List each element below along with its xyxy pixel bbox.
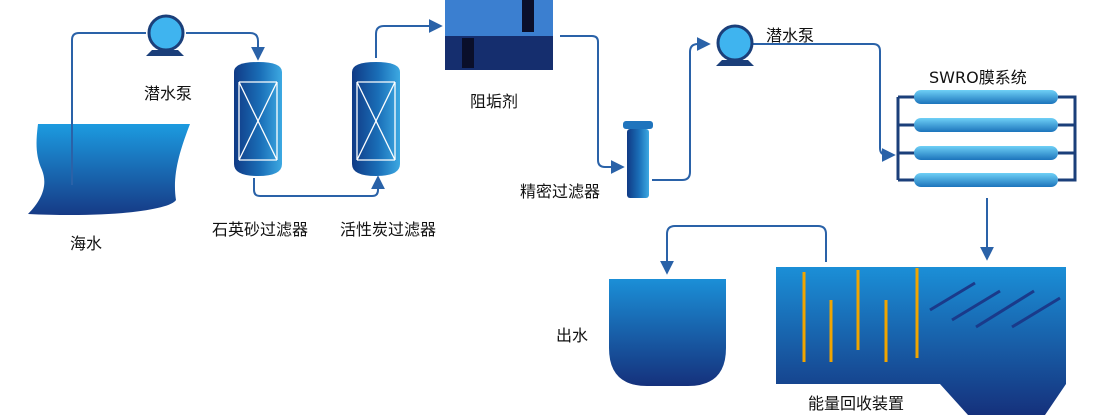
membrane-tube-3 [914,146,1058,160]
pipe-antiscalant-to-precision [560,35,625,174]
label-sand-filter: 石英砂过滤器 [212,220,309,239]
antiscalant-tank [445,0,553,70]
label-outlet: 出水 [556,326,589,345]
energy-recovery-device [776,267,1066,415]
label-pump-1: 潜水泵 [144,84,193,103]
pipes [71,19,994,275]
label-antiscalant: 阻垢剂 [470,92,519,111]
pump-2 [716,24,754,66]
seawater-body [28,124,190,216]
membrane-tube-2 [914,118,1058,132]
label-precision-filter: 精密过滤器 [520,182,601,201]
carbon-filter [352,62,400,176]
label-carbon-filter: 活性炭过滤器 [340,220,437,239]
swro-membrane-system [896,90,1077,187]
pipe-energy-to-outlet [660,225,827,275]
pipe-seawater-to-pump1 [71,32,146,185]
membrane-tube-1 [914,90,1058,104]
pump-1 [146,14,185,56]
label-swro-membrane: SWRO膜系统 [929,68,1027,87]
pipe-precision-to-pump2 [652,37,711,181]
label-seawater: 海水 [70,234,103,253]
pipe-pump1-to-sand-filter [186,32,265,61]
pipe-sand-to-carbon [253,175,385,197]
outlet-tank [609,279,726,386]
precision-filter [623,121,653,198]
membrane-tube-4 [914,173,1058,187]
label-energy-recovery: 能量回收装置 [808,394,905,413]
sand-filter [234,62,282,176]
pipe-pump2-to-swro [752,43,896,162]
label-pump-2: 潜水泵 [766,26,815,45]
pipe-carbon-to-antiscalant [375,19,443,58]
